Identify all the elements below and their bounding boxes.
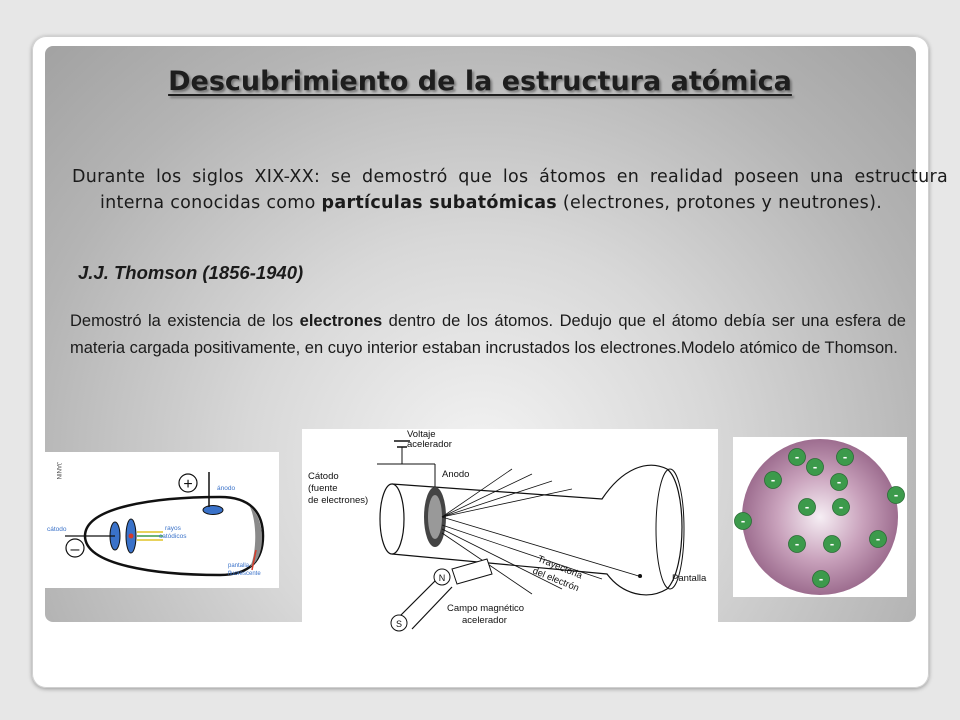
plus-sign: + bbox=[183, 476, 192, 493]
screen-label-2: fluorescente bbox=[228, 571, 261, 577]
crt-tube-outline bbox=[391, 464, 683, 596]
electron-beams bbox=[441, 468, 643, 595]
electron-symbol-9: - bbox=[741, 513, 745, 528]
minus-sign: – bbox=[71, 541, 80, 558]
plus-terminal bbox=[178, 473, 198, 493]
electron-symbol-8: - bbox=[839, 499, 843, 514]
crt-cathode-label-2: (fuente bbox=[308, 483, 338, 494]
electron-9 bbox=[734, 512, 752, 530]
crt-screen-ellipse bbox=[655, 468, 685, 590]
crt-screen-label: Pantalla bbox=[672, 573, 707, 584]
electron-symbol-13: - bbox=[819, 571, 823, 586]
crt-cathode-label-3: de electrones) bbox=[308, 495, 368, 506]
electron-13 bbox=[812, 570, 830, 588]
tube-screen bbox=[250, 507, 263, 567]
electron-11 bbox=[823, 535, 841, 553]
electron-symbol-2: - bbox=[843, 449, 847, 464]
electron-symbol-7: - bbox=[805, 499, 809, 514]
pole-s-label: S bbox=[396, 619, 402, 629]
pole-n-label: N bbox=[439, 573, 446, 583]
thomson-bold-text: electrones bbox=[299, 312, 383, 330]
electron-2 bbox=[836, 448, 854, 466]
intro-bold-text: partículas subatómicas bbox=[321, 193, 558, 213]
electron-symbol-10: - bbox=[795, 536, 799, 551]
thomson-name: J.J. Thomson (1856-1940) bbox=[78, 262, 304, 283]
thomson-paragraph: Demostró la existencia de los electrones… bbox=[70, 308, 906, 362]
electron-symbol-5: - bbox=[837, 474, 841, 489]
intro-text-end: (electrones, protones y neutrones). bbox=[557, 193, 883, 213]
electron-8 bbox=[832, 498, 850, 516]
electron-10 bbox=[788, 535, 806, 553]
rays-label-1: rayos bbox=[165, 525, 182, 532]
screen-label-1: pantalla bbox=[228, 563, 250, 569]
intro-text: Durante los siglos XIX-XX: se demostró q… bbox=[72, 167, 948, 213]
electron-symbol-12: - bbox=[876, 531, 880, 546]
thomson-model-image: ------------- bbox=[733, 437, 907, 597]
electron-6 bbox=[887, 486, 905, 504]
electron-5 bbox=[830, 473, 848, 491]
electron-symbol-6: - bbox=[894, 487, 898, 502]
tube-outline bbox=[83, 495, 265, 577]
minus-terminal bbox=[65, 538, 85, 558]
electron-symbol-3: - bbox=[813, 459, 817, 474]
side-label: JANIN bbox=[55, 462, 61, 479]
crt-cathode-end bbox=[379, 483, 405, 555]
electron-symbol-11: - bbox=[830, 536, 834, 551]
cathode-label: cátodo bbox=[47, 526, 67, 533]
electron-1 bbox=[788, 448, 806, 466]
crt-anode-label: Anodo bbox=[442, 469, 469, 480]
crt-cathode-label-1: Cátodo bbox=[308, 471, 339, 482]
cathode-ray-tube-image: JANIN + ánodo cátodo – rayos catódicos p… bbox=[45, 452, 279, 588]
electron-symbol-4: - bbox=[771, 472, 775, 487]
field-label-2: acelerador bbox=[462, 615, 507, 626]
electron-7 bbox=[798, 498, 816, 516]
anode-disc bbox=[202, 505, 224, 515]
field-label-1: Campo magnético bbox=[447, 603, 524, 614]
electron-12 bbox=[869, 530, 887, 548]
crt-deflection-image: Voltaje acelerador Cátodo (fuente de ele… bbox=[302, 429, 718, 635]
voltage-label-2: acelerador bbox=[407, 439, 452, 450]
magnet-upper bbox=[451, 558, 493, 585]
intro-paragraph: Durante los siglos XIX-XX: se demostró q… bbox=[72, 164, 948, 216]
electron-4 bbox=[764, 471, 782, 489]
voltage-label-1: Voltaje bbox=[407, 429, 436, 440]
slide-title: Descubrimiento de la estructura atómica bbox=[168, 66, 792, 97]
thomson-text-end: dentro de los átomos. Dedujo que el átom… bbox=[70, 312, 906, 357]
rays-label-2: catódicos bbox=[159, 533, 187, 540]
electron-3 bbox=[806, 458, 824, 476]
thomson-text-start: Demostró la existencia de los bbox=[70, 312, 300, 330]
anode-label: ánodo bbox=[217, 485, 235, 492]
electron-symbol-1: - bbox=[795, 449, 799, 464]
electron-group: ------------- bbox=[734, 448, 905, 588]
